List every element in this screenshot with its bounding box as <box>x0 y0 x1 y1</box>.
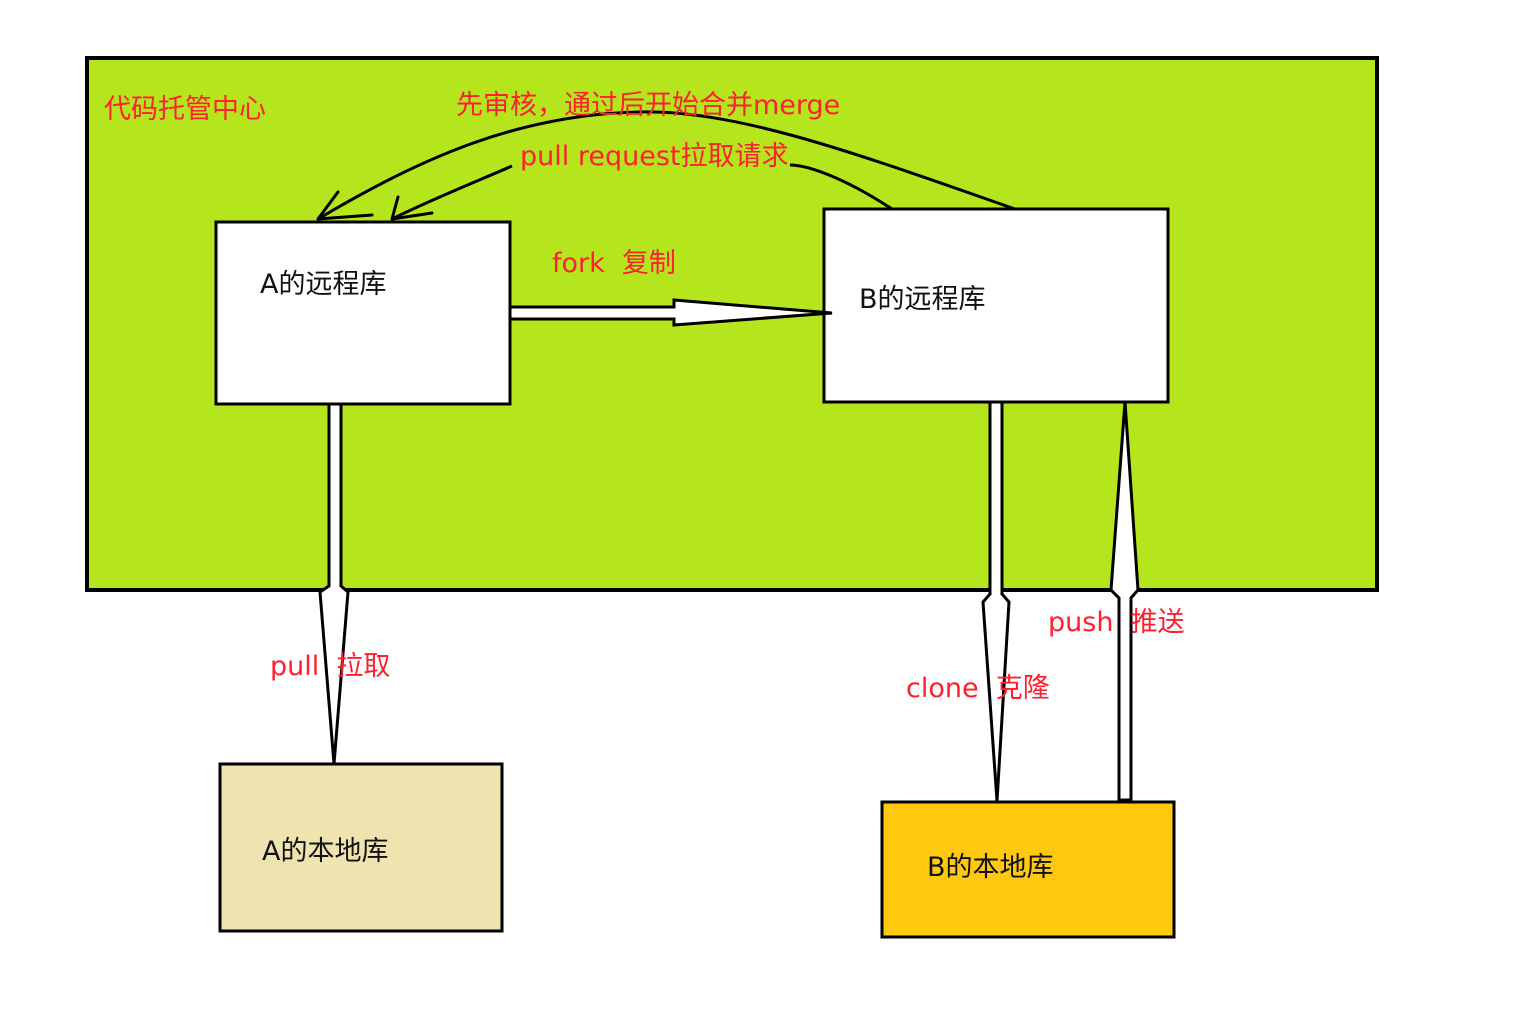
b-remote-repo-box <box>822 207 1170 404</box>
push-arrow <box>1109 401 1140 802</box>
clone-arrow <box>981 400 1011 802</box>
a-local-repo-label: A的本地库 <box>262 836 389 867</box>
pull-arrow <box>318 402 350 765</box>
pull-request-label: pull request拉取请求 <box>520 141 789 172</box>
pull-request-arrow <box>390 163 893 221</box>
a-remote-repo-box <box>214 220 512 406</box>
clone-label: clone 克隆 <box>906 673 1050 704</box>
b-local-repo-label: B的本地库 <box>927 852 1054 883</box>
a-remote-repo-label: A的远程库 <box>260 269 387 300</box>
fork-label: fork 复制 <box>552 248 676 279</box>
merge-label: 先审核，通过后开始合并merge <box>456 90 841 121</box>
fork-arrow <box>508 298 833 327</box>
hosting-center-label: 代码托管中心 <box>104 94 266 125</box>
merge-arrow <box>316 110 1016 221</box>
b-remote-repo-label: B的远程库 <box>859 284 986 315</box>
push-label: push 推送 <box>1048 607 1185 638</box>
pull-label: pull 拉取 <box>270 651 391 682</box>
a-local-repo-box <box>218 762 504 933</box>
b-local-repo-box <box>880 800 1176 939</box>
